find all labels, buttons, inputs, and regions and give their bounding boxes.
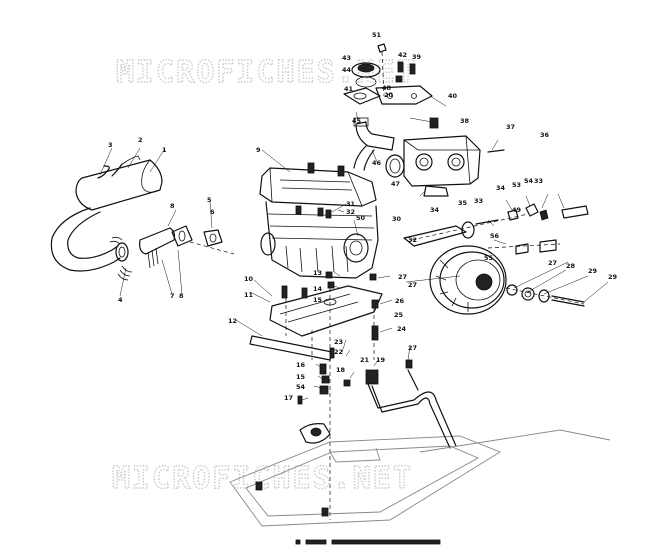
callout-17: 17 <box>284 394 293 402</box>
callout-34: 34 <box>430 206 440 214</box>
watermark-top: MICROFICHES.NET <box>116 55 417 90</box>
callout-28: 28 <box>566 262 576 270</box>
intake-assembly <box>343 43 505 197</box>
callout-3: 3 <box>108 141 113 149</box>
callout-9: 9 <box>256 146 261 154</box>
callout-39: 39 <box>412 53 422 61</box>
callout-33-right: 33 <box>534 177 543 185</box>
callout-45: 45 <box>352 117 362 125</box>
callout-41: 41 <box>344 85 354 93</box>
callout-4: 4 <box>118 296 123 304</box>
watermark-bottom: MICROFICHES.NET <box>112 461 413 496</box>
callout-27b: 27 <box>398 273 407 281</box>
callout-55: 55 <box>484 254 494 262</box>
callout-36: 36 <box>540 131 550 139</box>
callout-35: 35 <box>458 199 468 207</box>
caption-marks <box>295 539 441 545</box>
callout-24: 24 <box>397 325 407 333</box>
callout-48: 48 <box>382 84 392 92</box>
callout-44: 44 <box>342 66 352 74</box>
callout-25: 25 <box>394 311 404 319</box>
callout-30: 30 <box>392 215 402 223</box>
callout-33: 33 <box>474 197 483 205</box>
callout-11: 11 <box>244 291 254 299</box>
muffler-assembly <box>50 147 235 297</box>
callout-46: 46 <box>372 159 382 167</box>
callout-26: 26 <box>395 297 405 305</box>
callout-38: 38 <box>460 117 470 125</box>
callout-20: 20 <box>384 91 394 99</box>
chassis-frame <box>229 369 611 527</box>
callout-49: 49 <box>512 206 522 214</box>
callout-1: 1 <box>162 146 167 154</box>
callout-32: 32 <box>346 208 355 216</box>
callout-50: 50 <box>356 214 366 222</box>
callout-22: 22 <box>334 348 343 356</box>
mounting-plate <box>235 271 413 520</box>
callout-15: 15 <box>313 296 323 304</box>
callout-18: 18 <box>336 366 346 374</box>
callout-31: 31 <box>346 200 356 208</box>
callout-27-right: 27 <box>408 281 417 289</box>
callout-32-mid: 32 <box>408 236 417 244</box>
callout-8-upper: 8 <box>170 202 175 210</box>
callout-19: 19 <box>376 356 386 364</box>
callout-10: 10 <box>244 275 254 283</box>
callout-56: 56 <box>490 232 500 240</box>
callout-labels: 51 42 39 43 44 41 40 45 38 37 36 46 47 3… <box>108 31 618 402</box>
callout-40: 40 <box>448 92 458 100</box>
callout-37: 37 <box>506 123 515 131</box>
callout-14: 14 <box>313 285 323 293</box>
callout-21: 21 <box>360 356 370 364</box>
callout-29: 29 <box>588 267 598 275</box>
callout-54-lower: 54 <box>296 383 306 391</box>
callout-12: 12 <box>228 317 237 325</box>
engine-block <box>259 149 379 279</box>
callout-2: 2 <box>138 136 143 144</box>
starter-clutch-assembly <box>403 193 609 315</box>
callout-13: 13 <box>313 269 322 277</box>
callout-15-lower: 15 <box>296 373 306 381</box>
callout-54: 54 <box>524 177 534 185</box>
callout-34-alt: 34 <box>496 184 506 192</box>
callout-6: 6 <box>210 208 215 216</box>
callout-7: 7 <box>170 292 175 300</box>
callout-52: 51 <box>372 31 382 39</box>
callout-8: 8 <box>179 292 184 300</box>
callout-27: 27 <box>548 259 557 267</box>
callout-27-lower: 27 <box>408 344 417 352</box>
callout-5: 5 <box>207 196 212 204</box>
callout-43: 43 <box>342 54 351 62</box>
callout-16: 16 <box>296 361 306 369</box>
callout-42: 42 <box>398 51 407 59</box>
callout-29-far: 29 <box>608 273 618 281</box>
callout-47: 47 <box>391 180 400 188</box>
callout-53: 53 <box>512 181 521 189</box>
callout-23: 23 <box>334 338 343 346</box>
